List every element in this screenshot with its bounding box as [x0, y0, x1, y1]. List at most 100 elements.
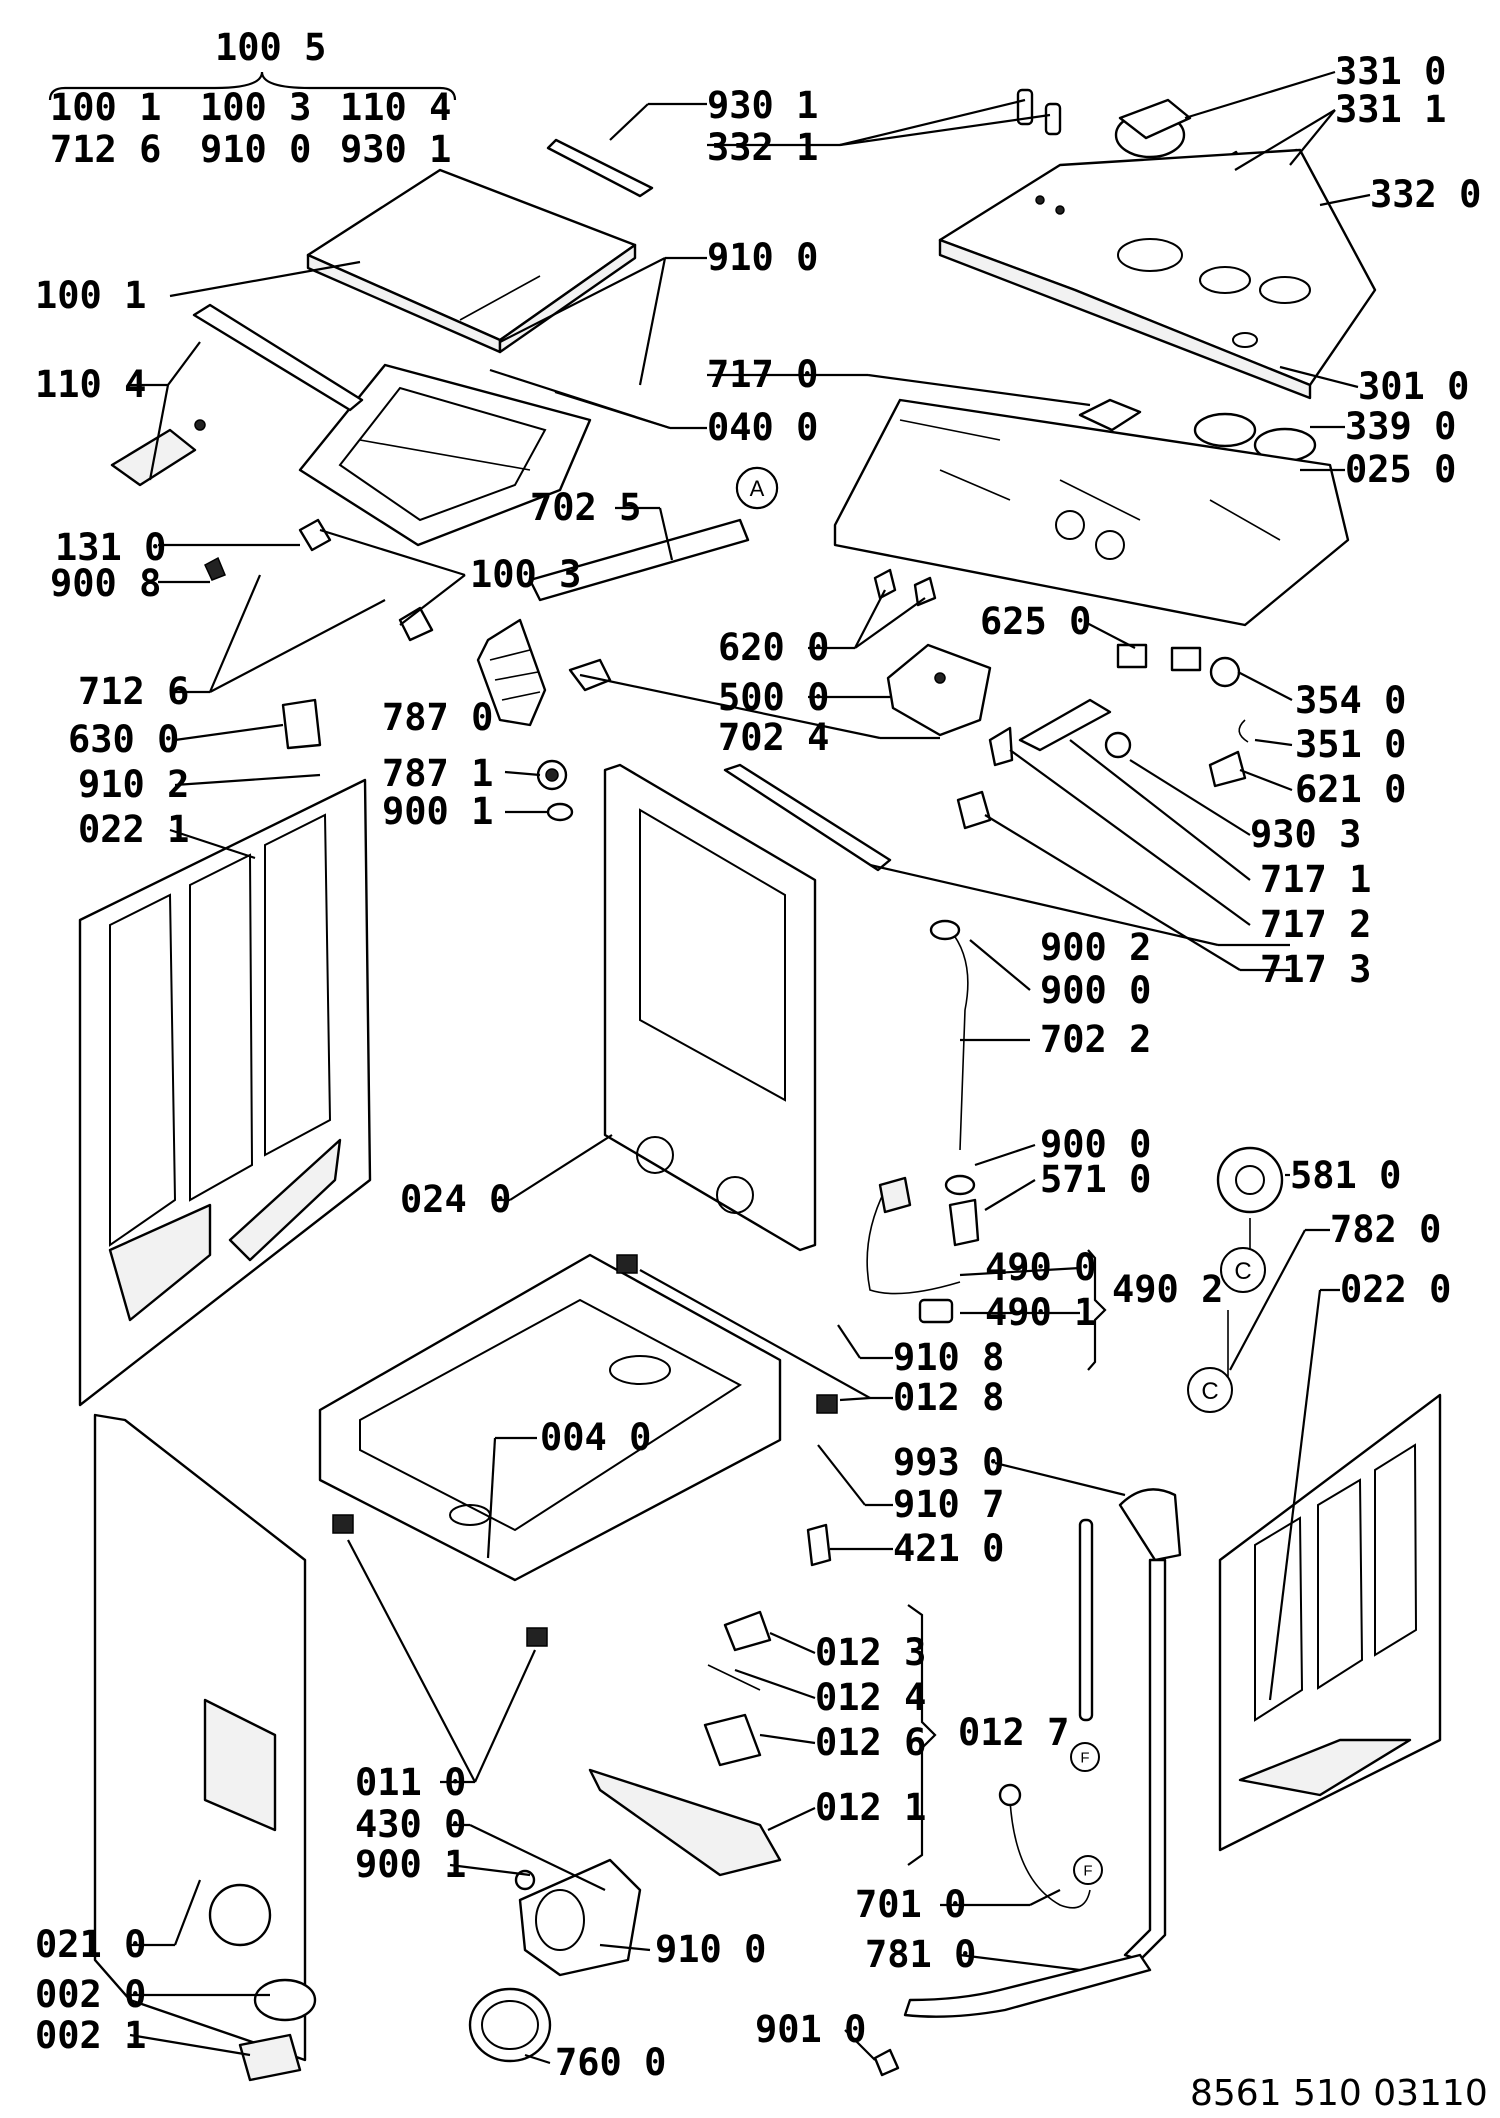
part-number-label: 025 0 [1345, 448, 1456, 491]
part-number-label: 930 1 [340, 128, 451, 171]
reference-bubble-letter: F [1080, 1750, 1089, 1767]
reference-bubble-circle [736, 467, 778, 509]
capacitor-part [806, 1523, 832, 1567]
part-number-label: 900 8 [50, 562, 161, 605]
reference-bubble-letter: A [750, 476, 765, 501]
part-number-label: 022 0 [1340, 1268, 1451, 1311]
part-number-label: 702 4 [718, 716, 829, 759]
thermostat-part [1208, 656, 1249, 788]
part-number-label: 012 3 [815, 1631, 926, 1674]
lid-frame-part [298, 363, 592, 547]
part-number-label: 332 0 [1370, 173, 1481, 216]
grommet-part [929, 919, 961, 941]
part-number-label: 012 8 [893, 1376, 1004, 1419]
part-number-label: 354 0 [1295, 679, 1406, 722]
part-number-label: 910 7 [893, 1483, 1004, 1526]
cover-plate-part [281, 698, 322, 750]
drain-hose-clip-part [873, 2048, 900, 2077]
part-number-label: 490 2 [1112, 1268, 1223, 1311]
part-number-label: 012 1 [815, 1786, 926, 1829]
reference-bubble-circle [1070, 1742, 1100, 1772]
part-number-label: 301 0 [1358, 365, 1469, 408]
reference-bubble: F [1070, 1742, 1100, 1772]
part-number-label: 100 1 [50, 86, 161, 129]
leader-lines [48, 70, 1371, 2065]
clip-part [1116, 643, 1202, 672]
reference-bubble: C [1187, 1367, 1233, 1413]
part-number-label: 930 3 [1250, 813, 1361, 856]
inlet-hose-part [1009, 1799, 1091, 1909]
reference-bubble-letter: C [1201, 1378, 1218, 1405]
part-number-label: 787 0 [382, 696, 493, 739]
part-number-label: 782 0 [1330, 1208, 1441, 1251]
part-number-label: 339 0 [1345, 405, 1456, 448]
damper-rod-part [1078, 1488, 1182, 1962]
part-number-label: 002 1 [35, 2014, 146, 2057]
side-panel-right-part [1218, 1393, 1442, 1852]
part-number-label: 781 0 [865, 1933, 976, 1976]
part-number-label: 717 2 [1260, 903, 1371, 946]
power-cord-part [866, 1176, 961, 1324]
part-number-label: 022 1 [78, 808, 189, 851]
pressure-switch-part [956, 698, 1132, 830]
part-number-label: 110 4 [35, 363, 146, 406]
reference-bubble-circle [1073, 1855, 1103, 1885]
part-number-label: 040 0 [707, 406, 818, 449]
drain-hose-part [903, 1953, 1152, 2018]
part-number-label: 571 0 [1040, 1158, 1151, 1201]
part-number-label: 620 0 [718, 626, 829, 669]
part-number-label: 717 1 [1260, 858, 1371, 901]
top-lid-part [306, 168, 637, 354]
part-number-label: 100 1 [35, 274, 146, 317]
hinge-part [204, 518, 434, 642]
part-number-label: 100 5 [215, 26, 326, 69]
reference-bubble-letter: F [1083, 1863, 1092, 1880]
part-number-label: 712 6 [78, 670, 189, 713]
part-number-label: 430 0 [355, 1803, 466, 1846]
part-number-label: 787 1 [382, 752, 493, 795]
reference-bubble: F [1073, 1855, 1103, 1885]
front-panel-part [93, 1413, 317, 2082]
part-number-label: 900 2 [1040, 926, 1151, 969]
reference-bubble: A [736, 467, 778, 509]
part-number-label: 910 8 [893, 1336, 1004, 1379]
part-number-label: 701 0 [855, 1883, 966, 1926]
part-number-label: 332 1 [707, 126, 818, 169]
document-number: 8561 510 03110 [1190, 2073, 1488, 2114]
reference-bubble-circle [1187, 1367, 1233, 1413]
part-number-label: 110 4 [340, 86, 451, 129]
part-number-label: 012 4 [815, 1676, 926, 1719]
part-number-label: 100 3 [470, 553, 581, 596]
reference-bubbles: A C C F F [736, 467, 1266, 1885]
pin-part [1016, 88, 1062, 136]
part-number-label: 490 1 [985, 1291, 1096, 1334]
part-number-label: 717 0 [707, 353, 818, 396]
base-frame-part [318, 1253, 782, 1582]
part-number-label: 002 0 [35, 1973, 146, 2016]
part-number-label: 900 1 [355, 1843, 466, 1886]
part-number-label: 717 3 [1260, 948, 1371, 991]
parts-drawing [78, 88, 1442, 2082]
part-number-label: 625 0 [980, 600, 1091, 643]
part-number-label: 100 3 [200, 86, 311, 129]
pulley-part [1216, 1146, 1284, 1250]
electronic-board-part [833, 398, 1350, 627]
part-number-label: 500 0 [718, 676, 829, 719]
part-number-label: 581 0 [1290, 1154, 1401, 1197]
side-panel-left-part [78, 778, 372, 1407]
control-panel-part [938, 148, 1377, 400]
bellows-part [476, 618, 574, 822]
reference-bubble-circle [1220, 1247, 1266, 1293]
valve-part [944, 1174, 980, 1247]
part-number-label: 702 2 [1040, 1018, 1151, 1061]
part-number-label: 900 0 [1040, 969, 1151, 1012]
part-number-label: 351 0 [1295, 723, 1406, 766]
part-number-label: 993 0 [893, 1441, 1004, 1484]
motor-bracket-part [588, 1610, 782, 1877]
part-number-label: 712 6 [50, 128, 161, 171]
bracket-part [873, 568, 937, 607]
hinge-strip-part [546, 138, 654, 198]
part-number-label: 901 0 [755, 2008, 866, 2051]
part-number-label: 012 7 [958, 1711, 1069, 1754]
reference-bubble-letter: C [1234, 1258, 1251, 1285]
